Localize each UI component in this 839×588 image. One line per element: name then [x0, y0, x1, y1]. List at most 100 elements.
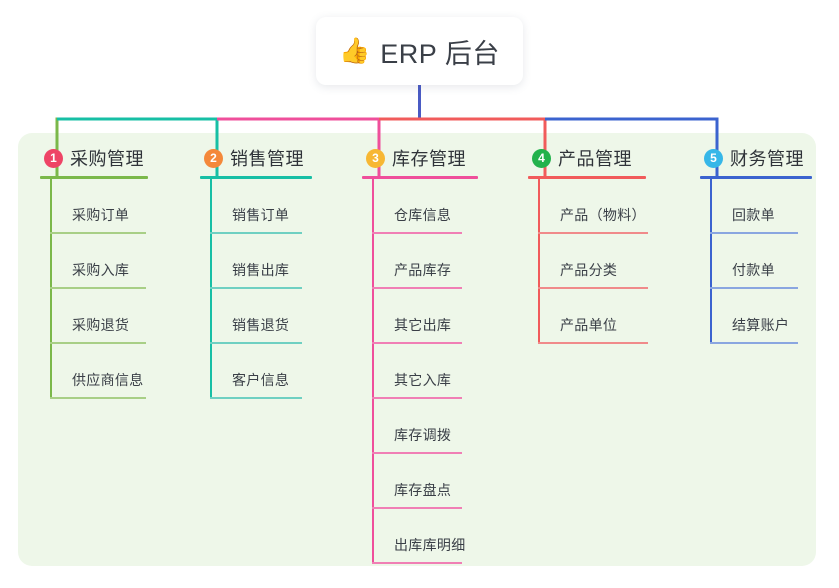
branch-header-rule — [528, 176, 646, 179]
branch-title-label: 采购管理 — [70, 149, 144, 169]
leaf-node-rule — [50, 397, 146, 399]
branch-index-badge: 4 — [532, 148, 551, 168]
leaf-node-label: 库存盘点 — [394, 482, 452, 498]
branch-title-label: 销售管理 — [230, 149, 304, 169]
branch-4[interactable]: 4 产品管理产品（物料） 产品分类产品单位 — [528, 145, 648, 344]
root-node[interactable]: 👍 ERP 后台 — [316, 17, 523, 85]
leaf-node-label: 销售退货 — [232, 317, 290, 333]
branch-header-4[interactable]: 4 产品管理 — [528, 145, 646, 171]
branch-children-list: 产品（物料） 产品分类产品单位 — [538, 179, 648, 344]
branch-header-rule — [700, 176, 812, 179]
leaf-node-rule — [372, 397, 462, 399]
branch-3[interactable]: 3 库存管理仓库信息产品库存其它出库其它入库库存调拨库存盘点出库库明细 — [362, 145, 478, 564]
leaf-node-label: 客户信息 — [232, 372, 290, 388]
branch-spine — [50, 179, 52, 399]
branch-title-label: 产品管理 — [558, 149, 632, 169]
leaf-node-label: 仓库信息 — [394, 207, 452, 223]
leaf-node[interactable]: 结算账户 — [710, 289, 812, 344]
branch-title-label: 库存管理 — [392, 149, 466, 169]
leaf-node[interactable]: 出库库明细 — [372, 509, 478, 564]
leaf-node[interactable]: 库存盘点 — [372, 454, 478, 509]
leaf-node-label: 其它出库 — [394, 317, 452, 333]
branch-header-3[interactable]: 3 库存管理 — [362, 145, 478, 171]
branch-children-list: 采购订单采购入库采购退货供应商信息 — [50, 179, 148, 399]
branch-index-badge: 3 — [366, 148, 385, 168]
leaf-node-label: 供应商信息 — [72, 372, 144, 388]
leaf-node-label: 采购退货 — [72, 317, 130, 333]
leaf-node-label: 产品分类 — [560, 262, 618, 278]
leaf-node-rule — [710, 232, 798, 234]
leaf-node[interactable]: 销售出库 — [210, 234, 312, 289]
branch-header-rule — [362, 176, 478, 179]
leaf-node-label: 产品库存 — [394, 262, 452, 278]
leaf-node-label: 销售订单 — [232, 207, 290, 223]
leaf-node[interactable]: 产品分类 — [538, 234, 648, 289]
leaf-node-rule — [210, 342, 302, 344]
leaf-node-rule — [372, 507, 462, 509]
branch-index-badge: 2 — [204, 148, 223, 168]
leaf-node-rule — [210, 287, 302, 289]
leaf-node[interactable]: 产品（物料） — [538, 179, 648, 234]
leaf-node-rule — [50, 232, 146, 234]
branch-header-5[interactable]: 5 财务管理 — [700, 145, 812, 171]
branch-header-2[interactable]: 2 销售管理 — [200, 145, 312, 171]
branch-children-list: 仓库信息产品库存其它出库其它入库库存调拨库存盘点出库库明细 — [372, 179, 478, 564]
root-node-label: ERP 后台 — [380, 38, 500, 69]
thumbs-up-icon: 👍 — [339, 36, 371, 65]
leaf-node-label: 其它入库 — [394, 372, 452, 388]
leaf-node-rule — [538, 287, 648, 289]
branch-title-label: 财务管理 — [730, 149, 804, 169]
leaf-node[interactable]: 采购入库 — [50, 234, 148, 289]
leaf-node-rule — [210, 397, 302, 399]
leaf-node[interactable]: 采购订单 — [50, 179, 148, 234]
leaf-node-label: 产品（物料） — [560, 207, 646, 223]
leaf-node-label: 销售出库 — [232, 262, 290, 278]
leaf-node-rule — [372, 452, 462, 454]
leaf-node[interactable]: 其它出库 — [372, 289, 478, 344]
leaf-node[interactable]: 付款单 — [710, 234, 812, 289]
leaf-node-label: 结算账户 — [732, 317, 790, 333]
leaf-node-label: 采购订单 — [72, 207, 130, 223]
branch-children-list: 销售订单销售出库销售退货客户信息 — [210, 179, 312, 399]
leaf-node-label: 回款单 — [732, 207, 775, 223]
branch-spine — [372, 179, 374, 564]
branch-header-rule — [200, 176, 312, 179]
diagram-background-panel — [18, 133, 816, 566]
leaf-node-rule — [372, 342, 462, 344]
leaf-node[interactable]: 回款单 — [710, 179, 812, 234]
leaf-node-rule — [710, 287, 798, 289]
leaf-node-label: 采购入库 — [72, 262, 130, 278]
leaf-node[interactable]: 产品库存 — [372, 234, 478, 289]
leaf-node[interactable]: 产品单位 — [538, 289, 648, 344]
leaf-node-rule — [372, 287, 462, 289]
leaf-node-rule — [50, 342, 146, 344]
branch-spine — [710, 179, 712, 344]
leaf-node[interactable]: 仓库信息 — [372, 179, 478, 234]
leaf-node[interactable]: 采购退货 — [50, 289, 148, 344]
branch-index-badge: 5 — [704, 148, 723, 168]
branch-index-badge: 1 — [44, 148, 63, 168]
branch-children-list: 回款单付款单结算账户 — [710, 179, 812, 344]
leaf-node-rule — [372, 232, 462, 234]
branch-5[interactable]: 5 财务管理回款单付款单结算账户 — [700, 145, 812, 344]
branch-header-1[interactable]: 1 采购管理 — [40, 145, 148, 171]
leaf-node-rule — [710, 342, 798, 344]
branch-spine — [538, 179, 540, 344]
leaf-node-rule — [372, 562, 462, 564]
branch-1[interactable]: 1 采购管理采购订单采购入库采购退货供应商信息 — [40, 145, 148, 399]
leaf-node-label: 库存调拨 — [394, 427, 452, 443]
leaf-node-rule — [210, 232, 302, 234]
leaf-node[interactable]: 供应商信息 — [50, 344, 148, 399]
leaf-node[interactable]: 销售订单 — [210, 179, 312, 234]
leaf-node-label: 付款单 — [732, 262, 775, 278]
leaf-node-rule — [50, 287, 146, 289]
branch-spine — [210, 179, 212, 399]
leaf-node[interactable]: 其它入库 — [372, 344, 478, 399]
leaf-node-label: 出库库明细 — [394, 537, 466, 553]
leaf-node[interactable]: 客户信息 — [210, 344, 312, 399]
leaf-node[interactable]: 库存调拨 — [372, 399, 478, 454]
leaf-node-rule — [538, 232, 648, 234]
branch-2[interactable]: 2 销售管理销售订单销售出库销售退货客户信息 — [200, 145, 312, 399]
leaf-node[interactable]: 销售退货 — [210, 289, 312, 344]
